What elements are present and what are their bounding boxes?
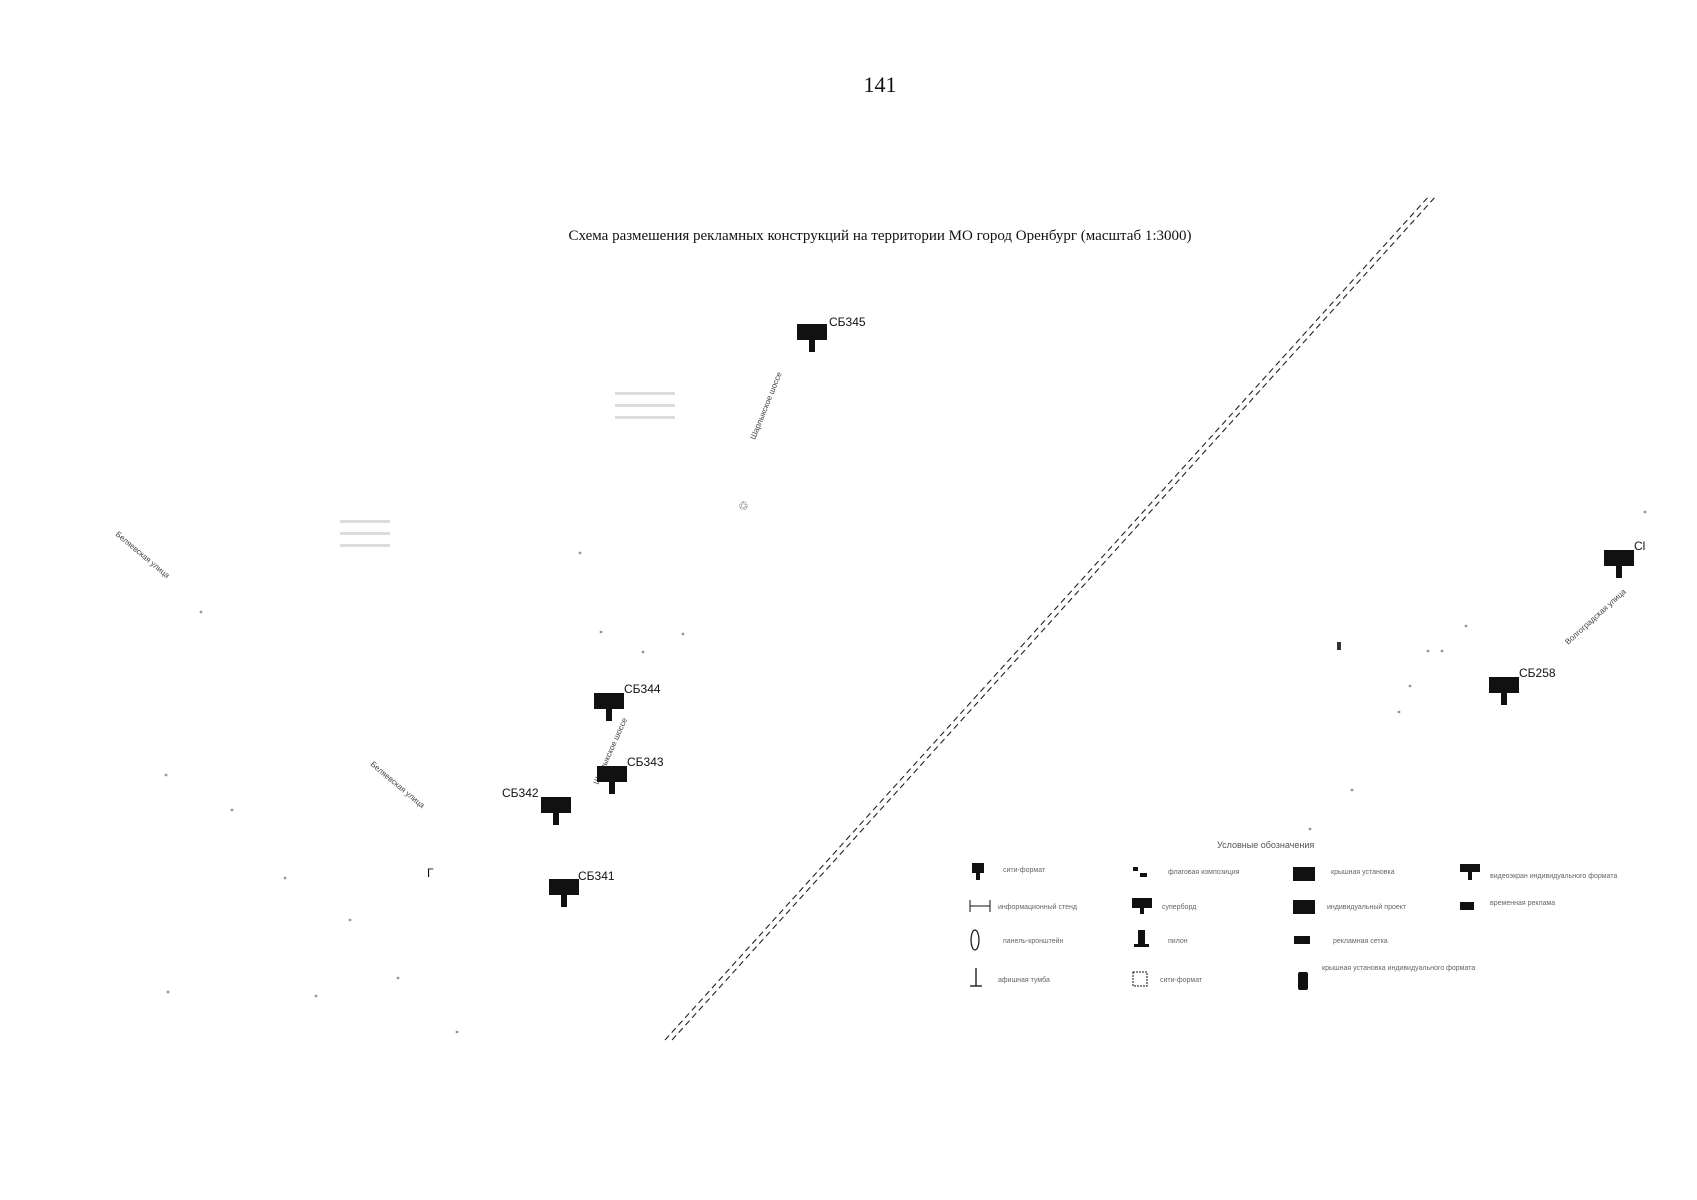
map-letter-label: Г <box>427 866 434 880</box>
marker-label: СБ343 <box>627 755 664 769</box>
legend-label: сити-формат <box>1003 867 1046 874</box>
marker-label: СБ258 <box>1519 666 1556 680</box>
roof-installation-icon <box>1293 867 1315 881</box>
legend-label: информационный стенд <box>998 903 1077 911</box>
legend-label: временная реклама <box>1490 900 1555 907</box>
legend: Условные обозначения сити-формат флагова… <box>969 840 1617 990</box>
street-label: Беляевская улица <box>369 760 427 811</box>
legend-item: информационный стенд <box>969 900 1077 912</box>
marker-cl[interactable]: Cl <box>1604 539 1645 578</box>
map-background-details: ♲ <box>164 392 1647 1034</box>
marker-label: СБ344 <box>624 682 661 696</box>
legend-label: крышная установка индивидуального формат… <box>1322 965 1475 972</box>
marker-sb341[interactable]: СБ341 <box>549 869 615 907</box>
bracket-panel-icon <box>970 929 980 951</box>
marker-sb343[interactable]: СБ343 <box>597 755 664 794</box>
legend-label: афишная тумба <box>998 976 1050 984</box>
banner-net-icon <box>1294 936 1310 944</box>
marker-label: СБ345 <box>829 315 866 329</box>
legend-item: крышная установка <box>1293 867 1395 881</box>
legend-label: сити-формат <box>1160 977 1203 984</box>
legend-label: видеоэкран индивидуального формата <box>1490 873 1617 880</box>
marker-sb342[interactable]: СБ342 <box>502 786 571 825</box>
street-labels: Шарлыкское шоссе Шарлыкское шоссе Беляев… <box>114 370 1628 810</box>
legend-item: афишная тумба <box>970 968 1050 987</box>
city-format-icon <box>1132 971 1148 987</box>
marker-label: СБ341 <box>578 869 615 883</box>
legend-item: видеоэкран индивидуального формата <box>1460 864 1617 880</box>
map-title: Схема размешения рекламных конструкций н… <box>568 228 1192 244</box>
legend-item: флаговая композиция <box>1133 867 1240 877</box>
legend-item: пилон <box>1134 930 1188 947</box>
map-divider <box>664 194 1438 1041</box>
sb-billboard-icon <box>1132 898 1152 908</box>
legend-item: суперборд <box>1132 898 1196 914</box>
legend-label: крышная установка <box>1331 869 1395 876</box>
legend-label: пилон <box>1168 938 1188 945</box>
legend-label: панель-кронштейн <box>1003 937 1064 945</box>
individual-project-icon <box>1293 900 1315 914</box>
legend-item: панель-кронштейн <box>970 929 1064 951</box>
svg-text:♲: ♲ <box>738 499 749 513</box>
street-label: Беляевская улица <box>114 530 172 581</box>
legend-item: крышная установка индивидуального формат… <box>1298 965 1475 990</box>
pylon-icon <box>1138 930 1145 944</box>
legend-label: суперборд <box>1162 903 1196 911</box>
marker-label: Cl <box>1634 539 1645 553</box>
legend-title: Условные обозначения <box>1217 840 1314 850</box>
page-number: 141 <box>863 72 897 97</box>
billboard-marker-icon <box>972 863 984 873</box>
legend-item: сити-формат <box>1132 971 1203 987</box>
video-screen-icon <box>1460 864 1480 872</box>
legend-item: временная реклама <box>1460 900 1555 910</box>
legend-item: сити-формат <box>972 863 1046 880</box>
street-label: Волгоградская улица <box>1563 587 1628 647</box>
marker-sb258[interactable]: СБ258 <box>1489 666 1556 705</box>
marker-label: СБ342 <box>502 786 539 800</box>
temporary-structure-icon <box>1460 902 1474 910</box>
marker-sb345[interactable]: СБ345 <box>797 315 866 352</box>
street-label: Шарлыкское шоссе <box>749 370 785 441</box>
flag-icon <box>1133 867 1138 871</box>
legend-label: рекламная сетка <box>1333 938 1388 945</box>
roof-individual-icon <box>1298 972 1308 990</box>
legend-item: индивидуальный проект <box>1293 900 1407 914</box>
legend-label: индивидуальный проект <box>1327 903 1407 911</box>
marker-sb344[interactable]: СБ344 <box>594 682 661 721</box>
legend-item: рекламная сетка <box>1294 936 1388 945</box>
legend-label: флаговая композиция <box>1168 869 1240 876</box>
